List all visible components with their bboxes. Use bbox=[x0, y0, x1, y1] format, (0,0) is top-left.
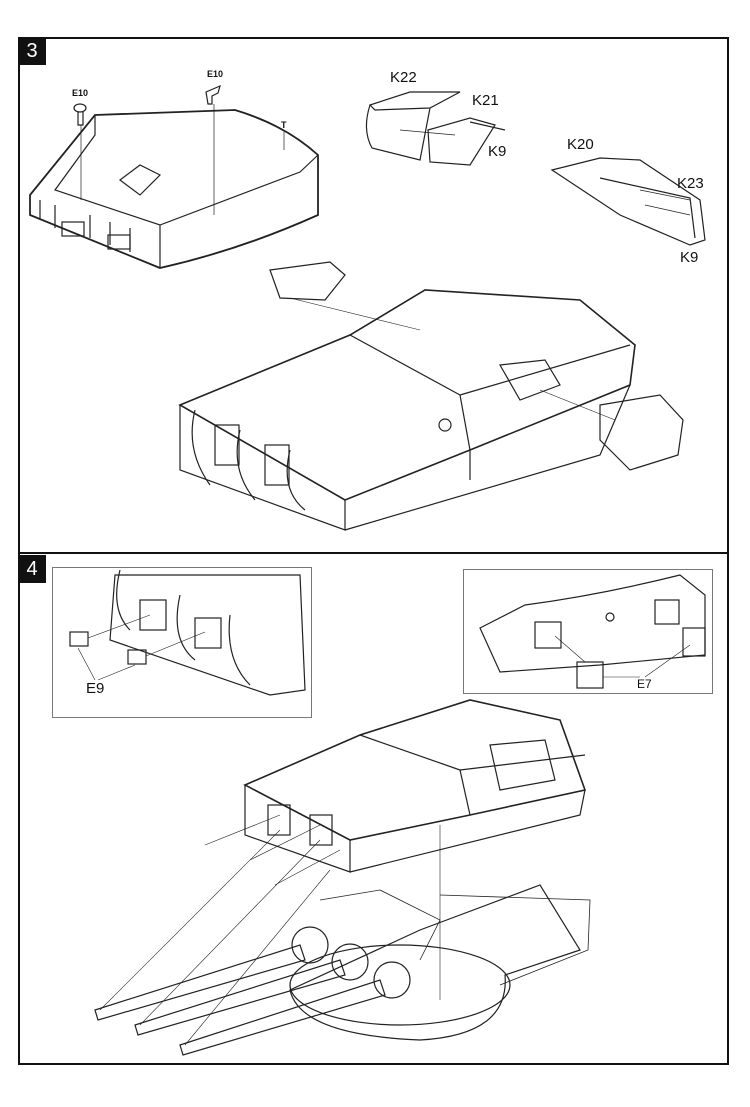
inset-right-drawing bbox=[479, 574, 706, 689]
label-k22: K22 bbox=[390, 69, 417, 86]
hood-assembly-k20 bbox=[550, 157, 706, 246]
label-k23: K23 bbox=[677, 175, 704, 192]
label-e10-left: E10 bbox=[72, 88, 89, 98]
label-k9-a: K9 bbox=[488, 143, 507, 160]
instruction-frame bbox=[18, 37, 729, 1065]
label-e7: E7 bbox=[637, 677, 652, 691]
inset-left-drawing bbox=[69, 569, 306, 696]
assembly-guide-lines bbox=[99, 814, 441, 1046]
label-k9-b: K9 bbox=[680, 249, 699, 266]
detail-inset-right bbox=[463, 569, 713, 694]
label-t: T bbox=[281, 120, 287, 130]
step-divider bbox=[18, 552, 729, 554]
gun-barrels bbox=[94, 889, 441, 1056]
turret-base-ring bbox=[289, 884, 591, 1041]
step-4-badge: 4 bbox=[18, 555, 46, 583]
label-e9: E9 bbox=[86, 680, 105, 697]
label-k20: K20 bbox=[567, 136, 594, 153]
part-e10-left bbox=[73, 103, 87, 200]
turret-roof-part bbox=[29, 109, 319, 269]
turret-body-step3 bbox=[178, 261, 684, 531]
part-e10-right bbox=[205, 84, 221, 215]
label-k21: K21 bbox=[472, 92, 499, 109]
label-e10-right: E10 bbox=[207, 69, 224, 79]
hood-assembly-k22 bbox=[365, 91, 506, 166]
step-3-badge: 3 bbox=[18, 37, 46, 65]
turret-body-step4 bbox=[243, 699, 587, 873]
